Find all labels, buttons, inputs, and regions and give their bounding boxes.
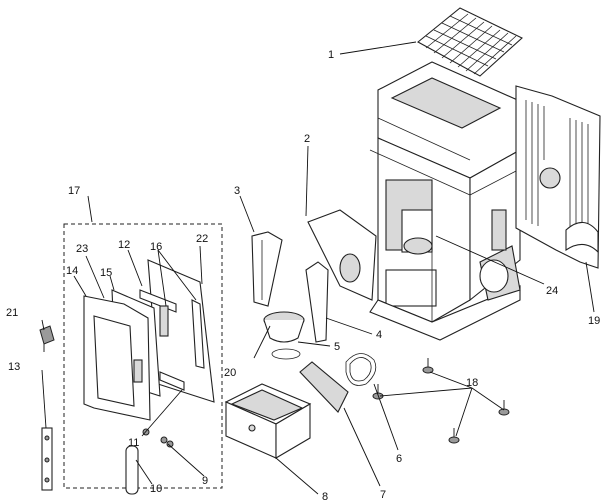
part-rear-panel <box>515 85 601 269</box>
callout-10: 10 <box>150 483 162 495</box>
part-door-hinges <box>139 289 205 369</box>
callout-20: 20 <box>224 367 236 379</box>
part-side-panel <box>307 209 377 301</box>
part-bracket <box>305 261 329 343</box>
callout-24: 24 <box>546 285 558 297</box>
callout-8: 8 <box>322 491 328 500</box>
part-door-handle <box>125 428 174 495</box>
part-channel <box>251 231 283 307</box>
part-ash-drawer <box>224 383 312 459</box>
callout-3: 3 <box>234 185 240 197</box>
callout-17: 17 <box>68 185 80 197</box>
part-burner-pot <box>263 311 305 360</box>
callout-6: 6 <box>396 453 402 465</box>
part-feet <box>372 358 510 444</box>
callout-14: 14 <box>66 265 78 277</box>
callout-13: 13 <box>8 361 20 373</box>
callout-4: 4 <box>376 329 382 341</box>
callout-2: 2 <box>304 133 310 145</box>
callout-15: 15 <box>100 267 112 279</box>
callout-21: 21 <box>6 307 18 319</box>
callout-22: 22 <box>196 233 208 245</box>
part-top-grid <box>417 7 523 77</box>
callout-9: 9 <box>202 475 208 487</box>
door-assembly-box <box>63 223 223 489</box>
callout-23: 23 <box>76 243 88 255</box>
part-door-frame <box>83 295 185 421</box>
callout-11: 11 <box>128 437 139 449</box>
part-side-bracket <box>41 427 53 491</box>
part-gasket-ring <box>345 353 377 386</box>
callout-12: 12 <box>118 239 130 251</box>
callout-16: 16 <box>150 241 162 253</box>
part-small-fitting <box>39 325 55 352</box>
callout-5: 5 <box>334 341 340 353</box>
callout-labels: 1 2 3 4 5 6 7 8 9 10 11 12 13 14 15 16 1… <box>6 49 600 500</box>
part-plate <box>299 361 349 413</box>
leader-lines <box>41 41 595 495</box>
callout-1: 1 <box>328 49 334 61</box>
callout-18: 18 <box>466 377 478 389</box>
callout-7: 7 <box>380 489 386 500</box>
part-stove-body <box>369 61 523 341</box>
callout-19: 19 <box>588 315 600 327</box>
